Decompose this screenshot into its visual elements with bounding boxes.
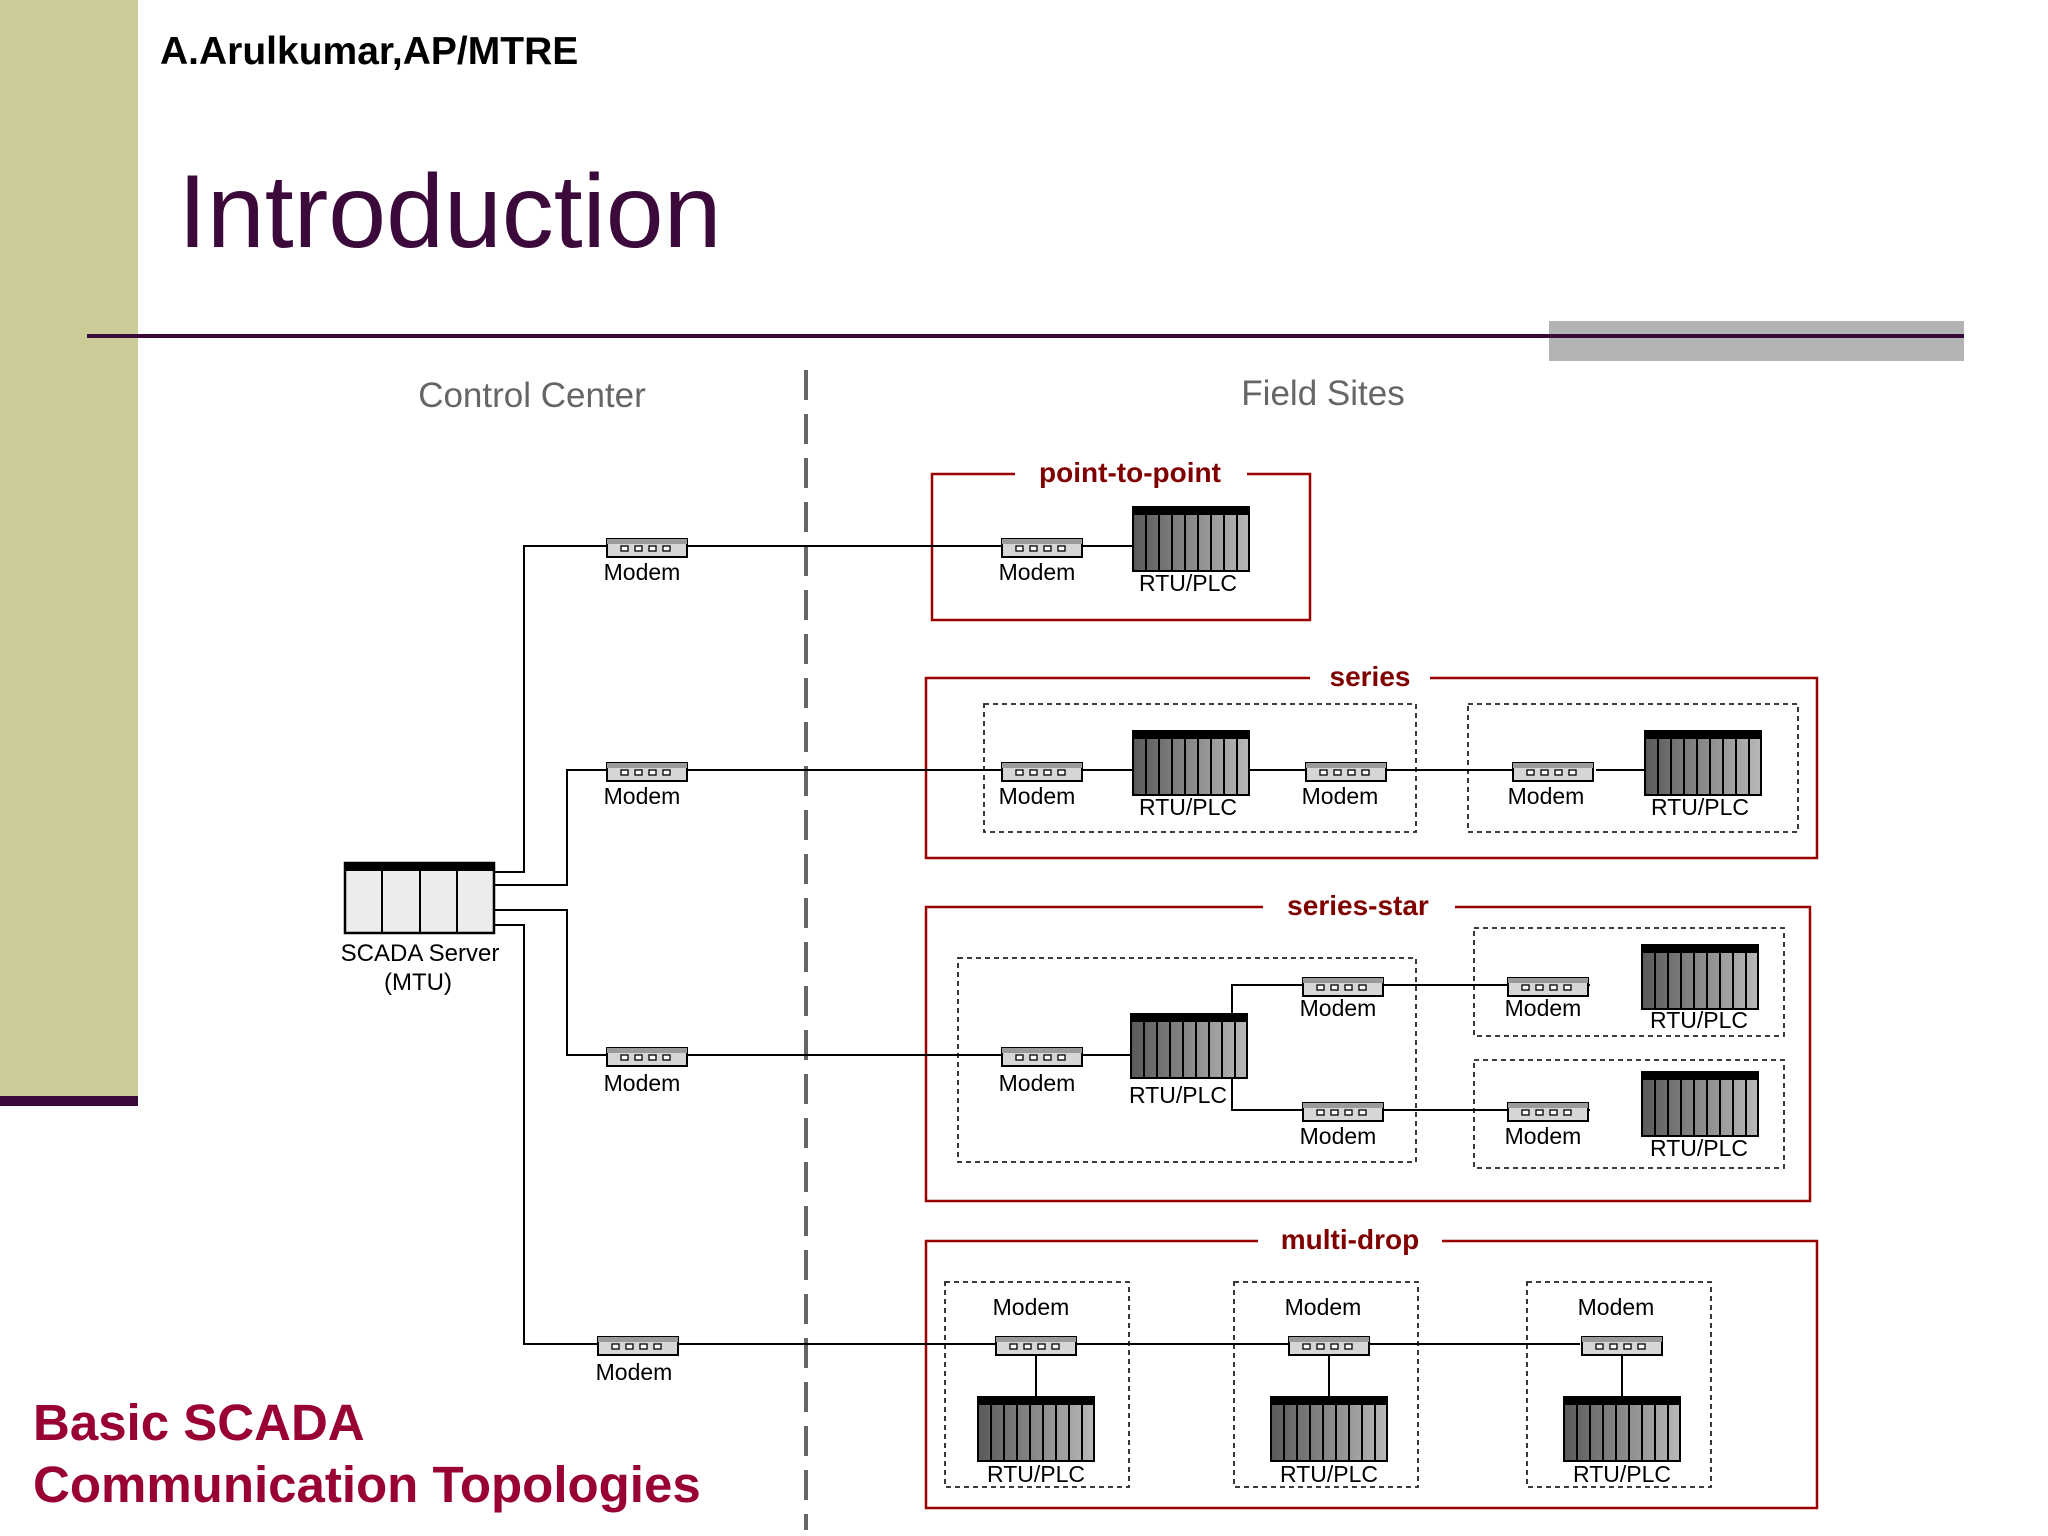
rtu-label: RTU/PLC	[1650, 1007, 1748, 1033]
sidebar-base-bar	[0, 1096, 138, 1106]
modem-label: Modem	[1300, 995, 1377, 1021]
modem-icon	[1288, 1336, 1370, 1356]
control-center-label: Control Center	[418, 376, 646, 415]
modem-label: Modem	[596, 1359, 673, 1385]
rtu-icon	[1132, 730, 1250, 796]
modem-label: Modem	[1578, 1294, 1655, 1320]
modem-label: Modem	[999, 559, 1076, 585]
scada-server	[343, 861, 496, 935]
modem-icon	[1507, 977, 1589, 997]
modem-label: Modem	[604, 1070, 681, 1096]
site-boxes	[944, 703, 1799, 1488]
modem-icon	[1507, 1102, 1589, 1122]
modem-label: Modem	[993, 1294, 1070, 1320]
multi-drop-frame	[924, 1239, 1819, 1510]
title-rule-overlay	[1549, 334, 1964, 338]
slide-title: Introduction	[178, 154, 722, 270]
modem-icon	[606, 538, 688, 558]
modem-label: Modem	[1302, 783, 1379, 809]
modem-label: Modem	[1508, 783, 1585, 809]
rtu-label: RTU/PLC	[1139, 570, 1237, 596]
modem-label: Modem	[604, 783, 681, 809]
series-site-box-2	[1467, 703, 1799, 833]
rtu-label: RTU/PLC	[1651, 794, 1749, 820]
rtu-icon	[977, 1396, 1095, 1462]
line-series-star-lower	[1231, 1055, 1590, 1111]
line-series-star	[494, 909, 1130, 1056]
modem-label: Modem	[999, 1070, 1076, 1096]
rtu-icon	[1641, 944, 1759, 1010]
scada-server-sublabel: (MTU)	[384, 969, 452, 996]
title-rule-accent	[1549, 321, 1964, 361]
series-star-site-box-main	[957, 957, 1417, 1163]
point-to-point-frame	[930, 472, 1312, 622]
series-star-frame	[924, 905, 1812, 1203]
rtu-label: RTU/PLC	[1129, 1082, 1227, 1108]
point-to-point-label: point-to-point	[1039, 457, 1221, 488]
rtu-label: RTU/PLC	[1139, 794, 1237, 820]
rtu-label: RTU/PLC	[987, 1461, 1085, 1487]
rtu-label: RTU/PLC	[1280, 1461, 1378, 1487]
slide-caption: Basic SCADA Communication Topologies	[33, 1392, 701, 1516]
modem-icon	[1001, 538, 1083, 558]
multi-drop-label: multi-drop	[1281, 1224, 1419, 1255]
author-label: A.Arulkumar,AP/MTRE	[160, 30, 579, 73]
multi-drop-site-box-2	[1233, 1281, 1419, 1488]
modem-icon	[1302, 1102, 1384, 1122]
field-sites-label: Field Sites	[1241, 374, 1404, 413]
modem-icon	[1512, 762, 1594, 782]
modem-icon	[1305, 762, 1387, 782]
title-rule	[87, 334, 1964, 338]
scada-server-label: SCADA Server	[341, 940, 500, 967]
modem-icon	[606, 762, 688, 782]
sidebar-decoration	[0, 0, 138, 1102]
modem-label: Modem	[1505, 995, 1582, 1021]
rtu-icon	[1641, 1071, 1759, 1137]
series-frame	[924, 676, 1819, 860]
modem-label: Modem	[604, 559, 681, 585]
rtu-icon	[1132, 506, 1250, 572]
rtu-icon	[1563, 1396, 1681, 1462]
rtu-icon	[1130, 1013, 1248, 1079]
series-label: series	[1330, 661, 1411, 692]
line-point-to-point	[494, 545, 1132, 873]
modem-label: Modem	[1285, 1294, 1362, 1320]
modem-label: Modem	[999, 783, 1076, 809]
series-star-site-box-upper	[1473, 927, 1785, 1037]
modem-icon	[597, 1336, 679, 1356]
series-star-label: series-star	[1287, 890, 1429, 921]
modem-icon	[606, 1047, 688, 1067]
modem-icon	[1001, 762, 1083, 782]
modem-label: Modem	[1505, 1123, 1582, 1149]
communication-lines	[494, 545, 1644, 1397]
series-star-site-box-lower	[1473, 1059, 1785, 1169]
modem-label: Modem	[1300, 1123, 1377, 1149]
line-series	[494, 769, 1132, 886]
modem-icon	[1302, 977, 1384, 997]
rtu-icon	[1270, 1396, 1388, 1462]
rtu-icon	[1644, 730, 1762, 796]
caption-line-1: Basic SCADA	[33, 1394, 365, 1451]
rtu-label: RTU/PLC	[1650, 1135, 1748, 1161]
rtu-label: RTU/PLC	[1573, 1461, 1671, 1487]
series-site-box-1	[983, 703, 1417, 833]
modem-icon	[995, 1336, 1077, 1356]
caption-line-2: Communication Topologies	[33, 1456, 701, 1513]
modem-icon	[1581, 1336, 1663, 1356]
multi-drop-site-box-3	[1526, 1281, 1712, 1488]
group-frames	[924, 472, 1819, 1510]
modem-icon	[1001, 1047, 1083, 1067]
multi-drop-site-box-1	[944, 1281, 1130, 1488]
